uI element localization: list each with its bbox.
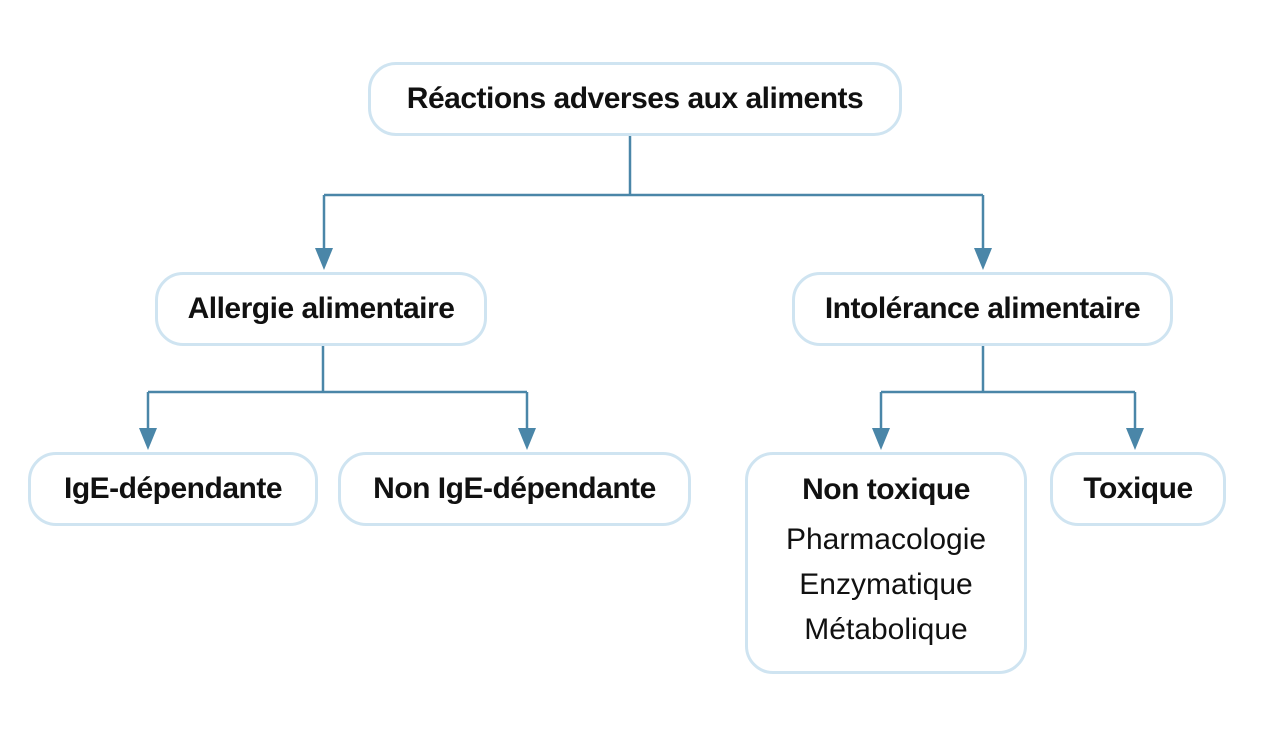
- non-toxic-item-enzymatic: Enzymatique: [799, 568, 973, 601]
- non-toxic-item-pharmacology: Pharmacologie: [785, 523, 987, 556]
- arrow-to-toxic: [1126, 428, 1144, 450]
- arrow-to-non-ige: [518, 428, 536, 450]
- arrow-to-ige: [139, 428, 157, 450]
- non-toxic-label: Non toxique: [802, 473, 970, 506]
- arrow-to-allergy: [315, 248, 333, 270]
- non-ige-dependent-node: Non IgE-dépendante: [338, 452, 691, 526]
- intolerance-node-label: Intolérance alimentaire: [824, 292, 1141, 325]
- root-node-label: Réactions adverses aux aliments: [406, 82, 864, 115]
- toxic-node: Toxique: [1050, 452, 1226, 526]
- ige-dependent-node: IgE-dépendante: [28, 452, 318, 526]
- allergy-node: Allergie alimentaire: [155, 272, 487, 346]
- allergy-node-label: Allergie alimentaire: [187, 292, 455, 325]
- allergy-branch-connector: [146, 346, 529, 430]
- toxic-label: Toxique: [1083, 472, 1193, 505]
- non-toxic-node: Non toxique Pharmacologie Enzymatique Mé…: [745, 452, 1027, 674]
- arrow-to-non-toxic: [872, 428, 890, 450]
- root-branch-connector: [322, 136, 985, 254]
- root-node: Réactions adverses aux aliments: [368, 62, 902, 136]
- intolerance-branch-connector: [879, 346, 1137, 430]
- non-toxic-item-metabolic: Métabolique: [804, 613, 968, 646]
- non-ige-dependent-label: Non IgE-dépendante: [373, 472, 656, 505]
- intolerance-node: Intolérance alimentaire: [792, 272, 1173, 346]
- ige-dependent-label: IgE-dépendante: [63, 472, 283, 505]
- arrow-to-intolerance: [974, 248, 992, 270]
